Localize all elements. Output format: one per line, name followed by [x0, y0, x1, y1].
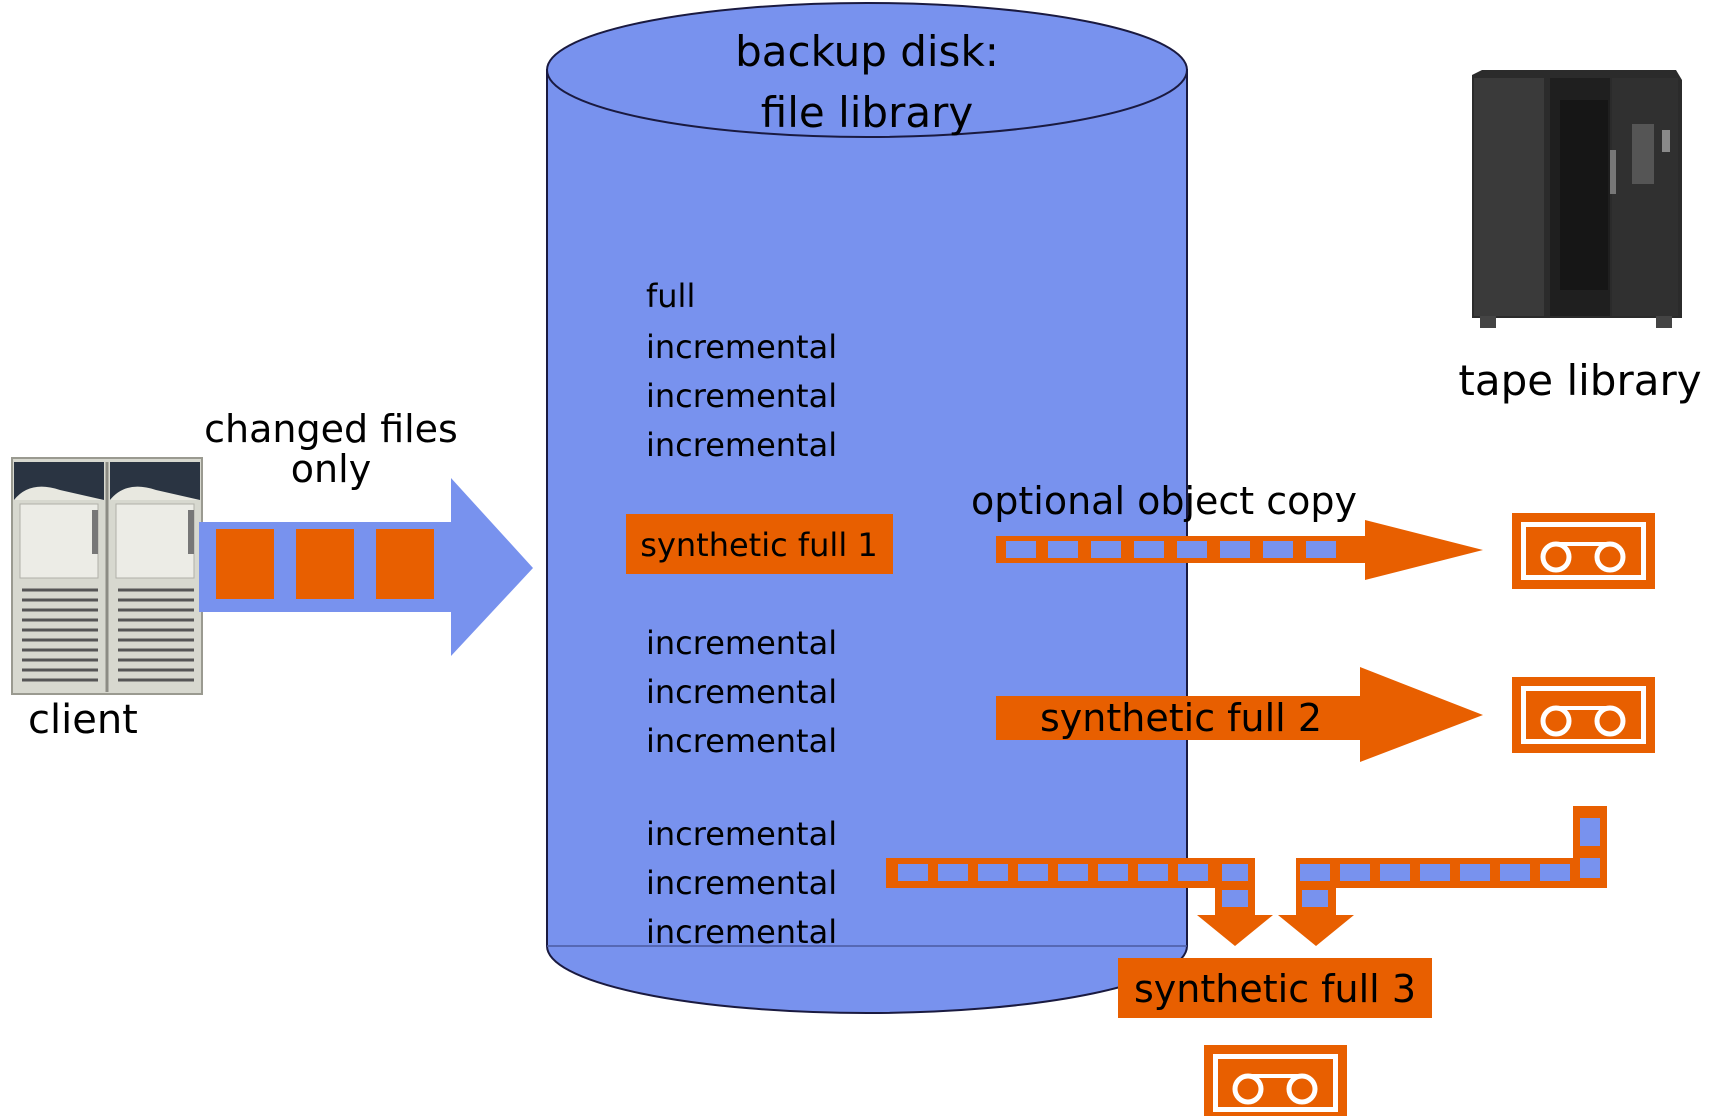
copy-block — [1220, 541, 1250, 558]
disk-entry-incremental: incremental — [646, 673, 837, 711]
disk-top — [546, 2, 1188, 138]
merge-block — [1018, 864, 1048, 881]
changed-file-block — [376, 529, 434, 599]
disk-entry-incremental: incremental — [646, 815, 837, 853]
copy-block — [1177, 541, 1207, 558]
merge-block — [1178, 864, 1208, 881]
synthetic-full-3-label: synthetic full 3 — [1134, 967, 1416, 1011]
merge-block — [1380, 864, 1410, 881]
merge-block — [1500, 864, 1530, 881]
disk-entry-incremental: incremental — [646, 624, 837, 662]
merge-block — [1580, 858, 1600, 878]
disk-entry-incremental: incremental — [646, 426, 837, 464]
tape-cartridge-icon — [1512, 677, 1655, 753]
copy-block — [1048, 541, 1078, 558]
backup-disk: backup disk: file library full increment… — [546, 2, 1188, 1014]
merge-block — [1222, 864, 1248, 881]
disk-title-line2: file library — [761, 88, 973, 137]
synthetic-full-2-arrow — [996, 667, 1483, 762]
disk-entry-full: full — [646, 277, 695, 315]
tape-cartridge-icon — [1512, 513, 1655, 589]
copy-block — [1091, 541, 1121, 558]
synthetic-full-1-box — [626, 514, 893, 574]
merge-block — [978, 864, 1008, 881]
tape-library-image — [1472, 70, 1682, 328]
client-label: client — [28, 697, 138, 743]
object-copy-arrow — [996, 520, 1483, 580]
merge-block — [1098, 864, 1128, 881]
copy-block — [1306, 541, 1336, 558]
client-server-image — [11, 457, 203, 695]
changed-file-block — [296, 529, 354, 599]
object-copy-label: optional object copy — [971, 479, 1357, 523]
merge-block — [1540, 864, 1570, 881]
merge-block — [1222, 890, 1248, 907]
tape-library-label: tape library — [1458, 356, 1701, 405]
synthetic-full-2-label: synthetic full 2 — [1040, 696, 1322, 740]
client-to-disk-arrow — [199, 478, 533, 656]
merge-block — [1340, 864, 1370, 881]
synthetic-full-3-box — [1118, 958, 1432, 1018]
client-arrow-label-line2: only — [291, 447, 371, 491]
disk-entry-incremental: incremental — [646, 722, 837, 760]
merge-block — [1420, 864, 1450, 881]
merge-block — [1580, 818, 1600, 846]
merge-block — [1460, 864, 1490, 881]
merge-block — [1058, 864, 1088, 881]
copy-block — [1134, 541, 1164, 558]
merge-block — [1302, 890, 1328, 907]
disk-entry-incremental: incremental — [646, 328, 837, 366]
merge-block — [938, 864, 968, 881]
merge-arrow-right — [1278, 806, 1607, 946]
disk-entry-incremental: incremental — [646, 913, 837, 951]
merge-block — [1300, 864, 1330, 881]
disk-entry-incremental: incremental — [646, 377, 837, 415]
changed-file-block — [216, 529, 274, 599]
merge-arrow-left — [886, 858, 1273, 946]
client-arrow-label-line1: changed files — [204, 407, 458, 451]
merge-block — [898, 864, 928, 881]
disk-entry-incremental: incremental — [646, 864, 837, 902]
synthetic-full-1-label: synthetic full 1 — [640, 526, 877, 564]
merge-block — [1138, 864, 1168, 881]
tape-cartridge-icon — [1204, 1045, 1347, 1116]
copy-block — [1006, 541, 1036, 558]
copy-block — [1263, 541, 1293, 558]
disk-title-line1: backup disk: — [735, 27, 999, 76]
